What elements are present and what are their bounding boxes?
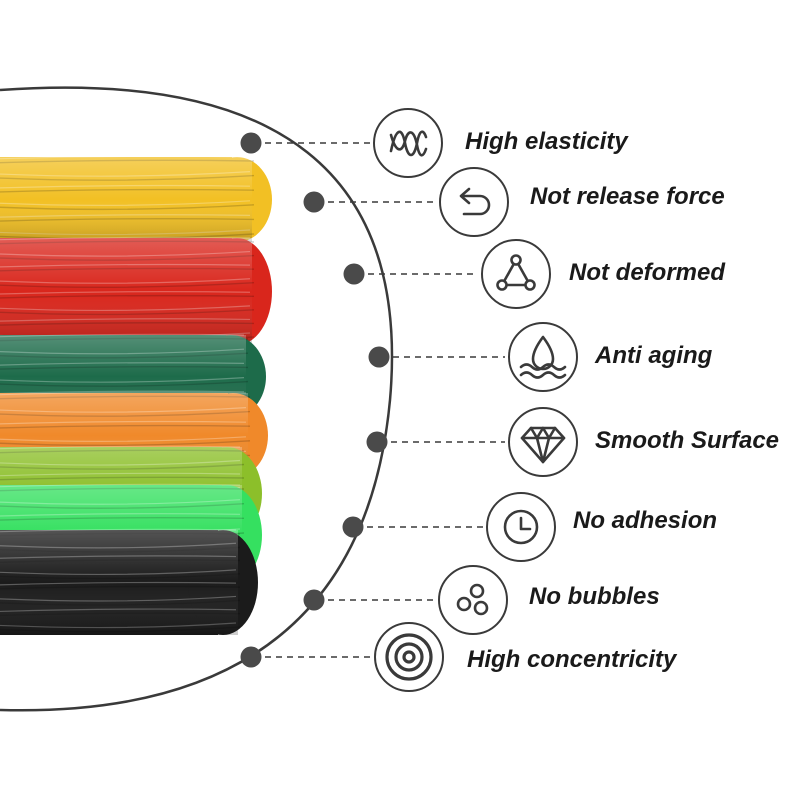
target-icon [385,633,433,681]
icon-badge [438,565,508,635]
arc-dot [342,516,364,538]
icon-badge [508,322,578,392]
feature-arc [0,86,394,712]
water-drop-icon [519,335,567,379]
feature-list [240,108,578,692]
feature-label: Not deformed [569,259,725,286]
rubber-tube-coils [0,155,272,635]
feature-row [343,239,551,309]
feature-label: High concentricity [467,646,677,673]
arc-dot [343,263,365,285]
arc-dot [303,191,325,213]
diamond-icon [520,426,566,464]
tube-coil-band [0,155,272,242]
feature-row [240,108,443,178]
clock-icon [503,509,539,545]
feature-row [342,492,556,562]
feature-label: No bubbles [529,583,660,610]
wave-icon [389,130,428,157]
icon-badge [508,407,578,477]
feature-row [303,565,508,635]
return-arrow-icon [459,187,491,216]
feature-row [303,167,509,237]
arc-dot [240,646,262,668]
arc-dot [303,589,325,611]
feature-row [368,322,578,392]
feature-label: Not release force [530,183,725,210]
arc-dot [368,346,390,368]
icon-badge [439,167,509,237]
feature-label: Smooth Surface [595,427,780,454]
arc-dot [240,132,262,154]
bubbles-icon [456,583,489,616]
feature-label: High elasticity [465,128,628,155]
icon-badge [481,239,551,309]
tube-coil-band [0,236,272,345]
tube-coil-band [0,528,258,635]
icon-badge [374,622,444,692]
arc-dot [366,431,388,453]
triangle-nodes-icon [496,254,536,291]
feature-row [240,622,444,692]
feature-label: Anti aging [595,342,713,369]
feature-row [366,407,578,477]
icon-badge [373,108,443,178]
feature-label: No adhesion [573,507,718,534]
